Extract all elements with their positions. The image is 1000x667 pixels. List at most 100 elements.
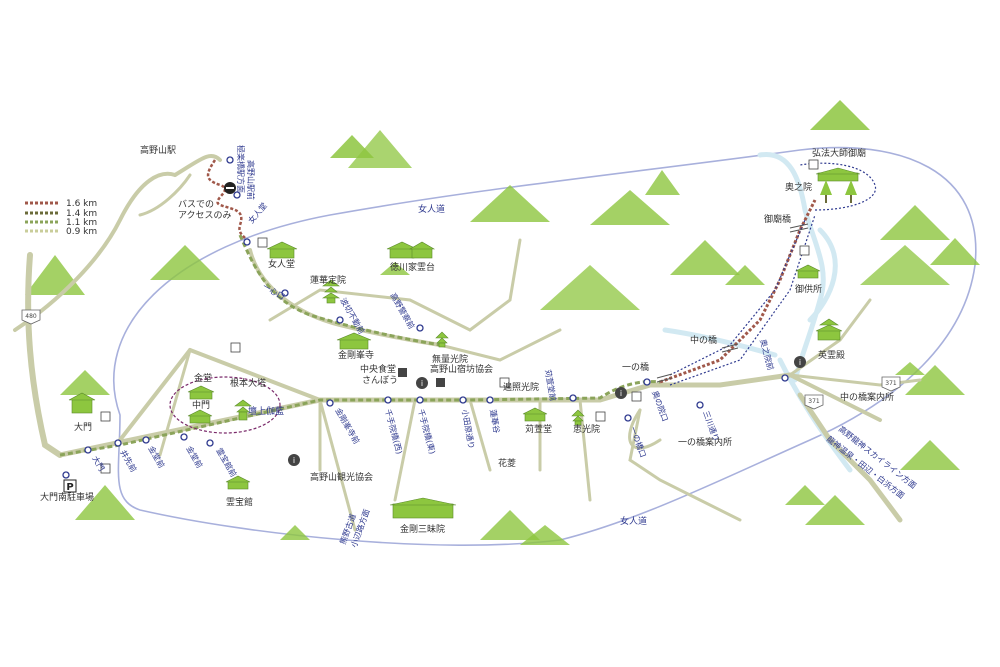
mountain-icon — [348, 130, 412, 168]
bus-stop-icon — [281, 289, 289, 297]
mountain-icon — [480, 510, 540, 540]
mountain-icon — [645, 170, 680, 195]
mausoleum-loop — [799, 162, 877, 211]
tokugawa-label: 徳川家霊台 — [390, 261, 435, 273]
legend-item-1: 1.6 km — [66, 199, 97, 209]
roads — [13, 154, 922, 532]
mountain-icon — [810, 100, 870, 130]
mountain-icon — [60, 370, 110, 395]
bus-stop-icon — [336, 316, 344, 324]
mountain-icon — [880, 205, 950, 240]
nyonin-michi-bottom-label: 女人道 — [620, 515, 647, 527]
bus-stop-icon — [206, 439, 214, 447]
danjo-label: 壇上伽藍 — [248, 405, 284, 417]
daimon-parking-label: 大門南駐車場 — [40, 491, 94, 503]
mountain-icon — [930, 238, 980, 265]
restaurant-icon — [398, 368, 407, 377]
toilet-icon — [100, 411, 111, 422]
nyonin-michi-top-label: 女人道 — [418, 203, 445, 215]
mountain-icon — [590, 190, 670, 225]
tree-icon — [820, 180, 832, 195]
river — [662, 152, 853, 473]
temple-icon — [187, 409, 213, 424]
station-access-route — [206, 159, 246, 239]
bus-stop-icon — [624, 414, 632, 422]
bus-stop-icon — [326, 399, 334, 407]
koyasan-keisatsu-label: 高野警察前 — [388, 291, 417, 331]
okunoin-route — [659, 199, 817, 384]
legend-item-3: 1.1 km — [66, 218, 97, 228]
bus-stop-icon — [84, 446, 92, 454]
shukubo-label: 高野山宿坊協会 — [430, 363, 493, 375]
place-labels: 高野山駅 極楽橋駅方面 高野山駅前 バスでの アクセスのみ 女人堂 女人堂 女人… — [40, 144, 919, 549]
svg-text:P: P — [66, 482, 73, 493]
info-icon — [288, 454, 300, 466]
toilet-icon — [595, 411, 606, 422]
kondo-label: 金堂 — [194, 372, 212, 384]
route-371-label: 371 — [885, 380, 897, 387]
gobyobashi-bridge — [789, 223, 809, 233]
route-badges: 480 371 371 — [21, 309, 901, 410]
trees — [820, 180, 857, 203]
toilet-icon — [631, 391, 642, 402]
kondo-mae-label-2: 金堂前 — [146, 444, 167, 470]
bus-stop-icon — [416, 396, 424, 404]
svg-text:i: i — [421, 379, 423, 388]
karukaya-label: 苅萱堂 — [525, 423, 552, 435]
chumon-label: 中門 — [192, 399, 210, 411]
reihokan-mae-label: 霊宝館前 — [214, 446, 239, 479]
hanabishi-label: 花菱 — [498, 457, 516, 469]
toilet-icon — [230, 342, 241, 353]
temple-icon — [386, 241, 436, 259]
temple-icon — [225, 475, 251, 490]
gokurakubashi-label: 極楽橋駅方面 — [236, 145, 246, 193]
route-koyasan-station — [238, 234, 441, 347]
info-icon — [794, 356, 806, 368]
rengedani-label: 蓮華谷 — [488, 409, 502, 434]
mountain-icon — [280, 525, 310, 540]
naka-no-hashi-info-label: 中の橋案内所 — [840, 391, 894, 403]
nyonindo-label: 女人堂 — [268, 258, 295, 270]
bus-stop-icon — [459, 396, 467, 404]
kobo-daishi-label: 弘法大師御廟 — [812, 147, 866, 159]
mountain-icon — [470, 185, 550, 222]
henjokoin-label: 遍照光院 — [503, 381, 539, 393]
toilet-icon — [100, 463, 111, 474]
ekoin-label: 恵光院 — [573, 423, 600, 435]
parking-icon — [63, 479, 77, 493]
pagoda-icon — [234, 399, 252, 421]
mountain-icon — [520, 525, 570, 545]
facility-icons: i i i i P — [63, 159, 819, 493]
danjo-garan-area — [169, 376, 281, 434]
pagoda-icon — [321, 279, 341, 304]
bus-stop-icon — [781, 374, 789, 382]
bus-only-label: バスでの — [178, 199, 214, 210]
reihokan-label: 霊宝館 — [226, 496, 253, 508]
kongobuji-label: 金剛峯寺 — [338, 349, 374, 361]
temple-icon — [522, 407, 548, 422]
okunoin-guchi-label: 奥の院口 — [650, 389, 670, 422]
temple-icon — [266, 241, 298, 259]
bus-only-label-2: アクセスのみ — [178, 210, 232, 221]
nyonin-michi-route — [113, 146, 977, 546]
ishi-mae-label: 井先前 — [118, 448, 139, 474]
pagoda-icon — [435, 331, 449, 348]
restaurant-icon — [436, 378, 445, 387]
bus-stop-icon — [62, 471, 70, 479]
gokusho-label: 御供所 — [795, 283, 822, 295]
tree-icon — [845, 180, 857, 195]
route-480-label: 480 — [25, 313, 37, 320]
temple-icon — [389, 497, 457, 519]
bridges — [656, 223, 809, 383]
bus-stop-icon — [233, 191, 241, 199]
nyonindo-stop-label: 女人堂 — [246, 200, 269, 225]
buildings — [68, 167, 861, 519]
ichinoguchi-label: 一心口 — [261, 282, 286, 302]
ichinohashi-info-label: 一の橋案内所 — [678, 436, 732, 448]
nakanohashi-bridge — [721, 343, 739, 353]
okunoin-side-route — [669, 219, 806, 376]
bus-stop-icon — [696, 401, 704, 409]
senjuin-higashi-label: 千手院橋(東) — [416, 408, 438, 455]
mountain-icon — [25, 255, 85, 295]
mountain-icon — [670, 240, 740, 275]
